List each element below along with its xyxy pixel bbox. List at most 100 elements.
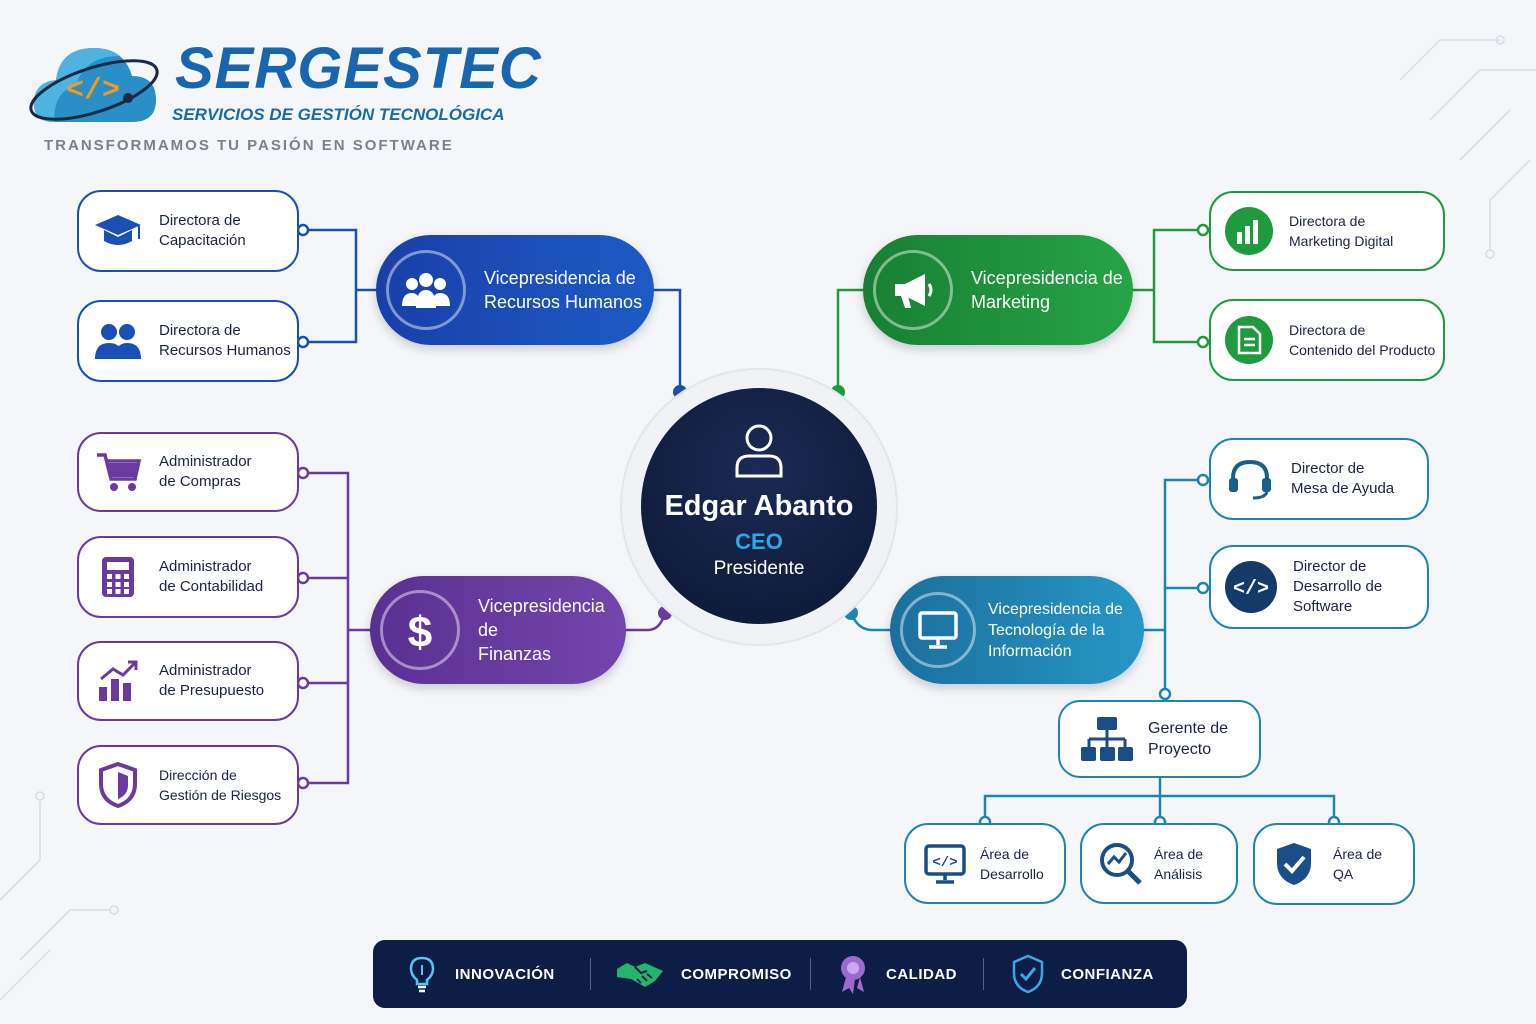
graduation-cap-icon xyxy=(93,206,143,256)
logo-title: SERGESTEC xyxy=(175,36,542,101)
area-qa[interactable]: Área de QA xyxy=(1253,823,1415,905)
area-desarrollo[interactable]: </> Área de Desarrollo xyxy=(904,823,1066,904)
leaf-label: Directora de xyxy=(1289,322,1366,338)
users-icon xyxy=(93,316,143,366)
leaf-admin-compras[interactable]: Administrador de Compras xyxy=(77,432,299,512)
area-label: Análisis xyxy=(1154,865,1203,882)
area-label: Área de xyxy=(1154,845,1204,862)
shopping-cart-icon xyxy=(93,447,143,497)
vp-tecnologia[interactable]: Vicepresidencia de Tecnología de la Inform… xyxy=(890,576,1144,684)
value-label: COMPROMISO xyxy=(681,965,792,983)
vp-label: Vicepresidencia de xyxy=(478,596,605,640)
pm-label: Proyecto xyxy=(1148,741,1212,758)
value-calidad: CALIDAD xyxy=(836,940,957,1008)
area-label: Desarrollo xyxy=(980,865,1044,882)
leaf-desarrollo-software[interactable]: </> Director de Desarrollo de Software xyxy=(1209,545,1429,629)
user-icon xyxy=(735,424,783,478)
team-icon xyxy=(386,250,466,330)
leaf-label: Capacitación xyxy=(159,232,246,249)
vp-label: Vicepresidencia de xyxy=(484,268,636,288)
vp-label: Tecnología de la xyxy=(988,621,1105,639)
value-label: CALIDAD xyxy=(886,965,957,983)
leaf-label: Directora de xyxy=(159,212,241,229)
leaf-label: Desarrollo de xyxy=(1293,578,1383,595)
leaf-label: Director de xyxy=(1293,558,1367,575)
leaf-label: Director de xyxy=(1291,460,1365,477)
svg-text:</>: </> xyxy=(1233,578,1269,601)
pm-label: Gerente de xyxy=(1148,720,1229,737)
leaf-label: Software xyxy=(1293,598,1353,615)
vp-recursos-humanos[interactable]: Vicepresidencia de Recursos Humanos xyxy=(376,235,654,345)
magnifier-chart-icon xyxy=(1096,839,1146,889)
value-compromiso: COMPROMISO xyxy=(615,940,792,1008)
leaf-contenido-producto[interactable]: Directora de Contenido del Producto xyxy=(1209,299,1445,381)
leaf-admin-contabilidad[interactable]: Administrador de Contabilidad xyxy=(77,536,299,618)
value-label: INNOVACIÓN xyxy=(455,965,555,983)
leaf-gestion-riesgos[interactable]: Dirección de Gestión de Riesgos xyxy=(77,745,299,825)
logo-subtitle: SERVICIOS DE GESTIÓN TECNOLÓGICA xyxy=(172,105,505,124)
vp-label: Información xyxy=(988,642,1072,660)
svg-text:</>: </> xyxy=(932,855,957,871)
leaf-label: de Compras xyxy=(159,473,241,490)
svg-text:</>: </> xyxy=(66,74,120,108)
leaf-marketing-digital[interactable]: Directora de Marketing Digital xyxy=(1209,191,1445,271)
vp-label: Finanzas xyxy=(478,644,552,664)
area-label: Área de xyxy=(980,845,1030,862)
value-confianza: CONFIANZA xyxy=(1011,940,1154,1008)
lightbulb-icon xyxy=(405,954,439,994)
monitor-icon xyxy=(900,592,976,668)
leaf-directora-rrhh[interactable]: Directora de Recursos Humanos xyxy=(77,300,299,382)
vp-label: Recursos Humanos xyxy=(484,292,643,312)
handshake-icon xyxy=(615,954,665,994)
bar-chart-icon xyxy=(1225,207,1273,255)
leaf-label: Administrador xyxy=(159,558,252,575)
leaf-label: Marketing Digital xyxy=(1289,233,1394,249)
vp-label: Marketing xyxy=(971,292,1051,312)
cloud-code-icon: </> xyxy=(29,48,159,122)
code-monitor-icon: </> xyxy=(920,839,970,889)
leaf-label: Recursos Humanos xyxy=(159,342,291,359)
project-manager-node[interactable]: Gerente de Proyecto xyxy=(1058,700,1261,778)
leaf-directora-capacitacion[interactable]: Directora de Capacitación xyxy=(77,190,299,272)
dollar-icon: $ xyxy=(380,590,460,670)
value-label: CONFIANZA xyxy=(1061,965,1154,983)
leaf-label: Contenido del Producto xyxy=(1289,342,1436,358)
values-bar: INNOVACIÓN COMPROMISO CALIDAD CONFIANZA xyxy=(373,940,1187,1008)
ceo-node[interactable]: Edgar Abanto CEO Presidente xyxy=(641,388,877,624)
leaf-label: Administrador xyxy=(159,662,252,679)
leaf-label: Directora de xyxy=(159,322,241,339)
hierarchy-icon xyxy=(1080,714,1134,764)
ceo-name: Edgar Abanto xyxy=(664,490,854,522)
vp-finanzas[interactable]: $ Vicepresidencia de Finanzas xyxy=(370,576,626,684)
leaf-label: Gestión de Riesgos xyxy=(159,787,282,803)
headset-icon xyxy=(1225,454,1275,504)
code-icon: </> xyxy=(1225,561,1277,613)
area-label: Área de xyxy=(1333,846,1383,862)
megaphone-icon xyxy=(873,250,953,330)
svg-text:$: $ xyxy=(408,608,432,655)
vp-marketing[interactable]: Vicepresidencia de Marketing xyxy=(863,235,1133,345)
shield-icon xyxy=(93,760,143,810)
leaf-mesa-ayuda[interactable]: Director de Mesa de Ayuda xyxy=(1209,438,1429,520)
leaf-label: Mesa de Ayuda xyxy=(1291,480,1395,497)
calculator-icon xyxy=(93,552,143,602)
shield-check-icon xyxy=(1269,839,1319,889)
value-innovacion: INNOVACIÓN xyxy=(405,940,555,1008)
ceo-title: Presidente xyxy=(713,558,805,579)
logo-tagline: TRANSFORMAMOS TU PASIÓN EN SOFTWARE xyxy=(44,137,454,154)
ceo-role: CEO xyxy=(735,529,783,554)
award-icon xyxy=(836,954,870,994)
leaf-label: Dirección de xyxy=(159,767,237,783)
shield-check-icon xyxy=(1011,954,1045,994)
document-icon xyxy=(1225,316,1273,364)
area-label: QA xyxy=(1333,866,1354,882)
vp-label: Vicepresidencia de xyxy=(988,600,1123,618)
leaf-label: de Contabilidad xyxy=(159,578,264,595)
area-analisis[interactable]: Área de Análisis xyxy=(1080,823,1238,904)
growth-chart-icon xyxy=(93,656,143,706)
vp-label: Vicepresidencia de xyxy=(971,268,1123,288)
leaf-label: de Presupuesto xyxy=(159,682,265,699)
leaf-admin-presupuesto[interactable]: Administrador de Presupuesto xyxy=(77,641,299,721)
leaf-label: Administrador xyxy=(159,453,252,470)
leaf-label: Directora de xyxy=(1289,213,1366,229)
